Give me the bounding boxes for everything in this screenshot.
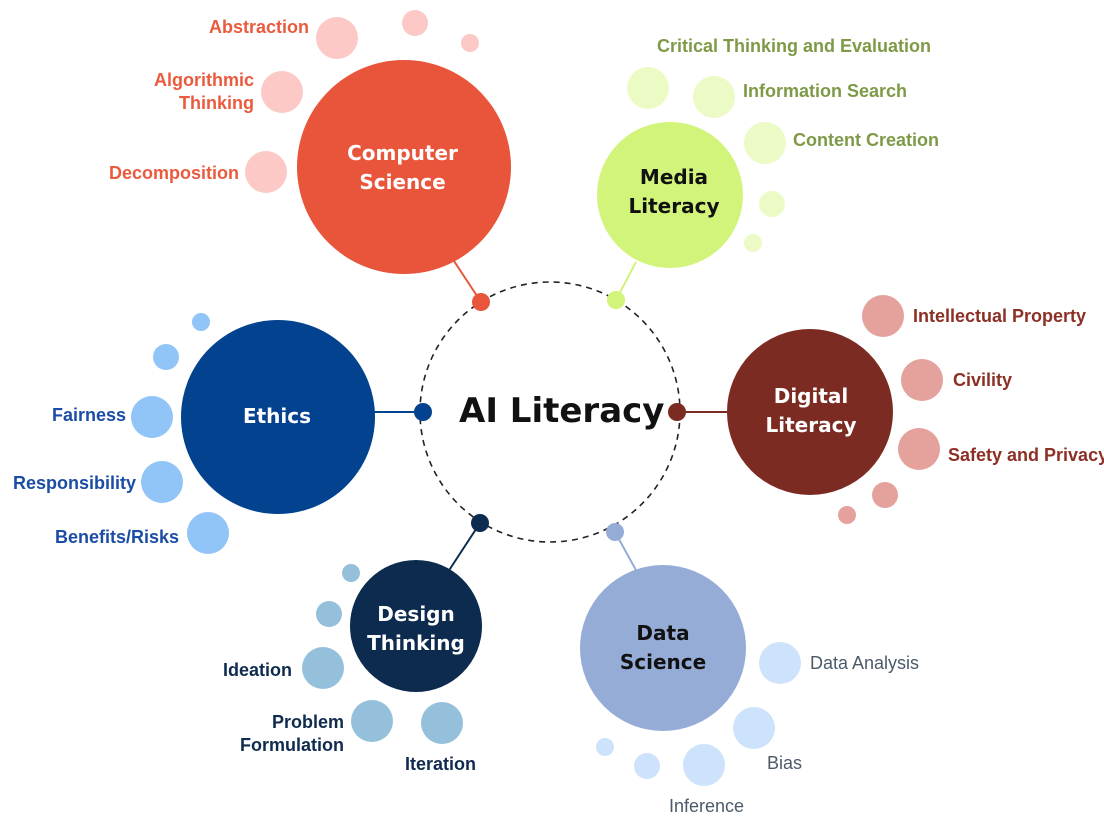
- hub-circle-media-literacy: [597, 122, 743, 268]
- topic-critical-thinking: Critical Thinking and Evaluation: [657, 36, 932, 56]
- topic-text-line: Formulation: [240, 735, 344, 755]
- topic-iteration: Iteration: [405, 754, 477, 774]
- topic-bubble: [634, 753, 660, 779]
- topic-bubble: [153, 344, 179, 370]
- topic-bubble: [901, 359, 943, 401]
- topic-intellectual-property: Intellectual Property: [913, 306, 1087, 326]
- hub-text-line: Digital: [773, 384, 849, 408]
- topic-bubble: [898, 428, 940, 470]
- topic-bubble: [316, 601, 342, 627]
- ring-joint-media-literacy: [607, 291, 625, 309]
- topic-inference: Inference: [669, 796, 745, 816]
- topic-responsibility: Responsibility: [13, 473, 137, 493]
- topic-bubble: [141, 461, 183, 503]
- topic-content-creation: Content Creation: [793, 130, 939, 150]
- topic-bubble: [759, 191, 785, 217]
- hub-label-computer-science: Computer Science: [310, 139, 495, 197]
- topic-bubble: [596, 738, 614, 756]
- topic-data-analysis: Data Analysis: [810, 653, 920, 673]
- hub-label-design-thinking: Design Thinking: [356, 600, 476, 658]
- topic-fairness: Fairness: [52, 405, 127, 425]
- topic-bubble: [187, 512, 229, 554]
- topic-bubble: [733, 707, 775, 749]
- hub-text-line: Literacy: [628, 194, 720, 218]
- topic-benefits-risks: Benefits/Risks: [55, 527, 180, 547]
- topic-bubble: [872, 482, 898, 508]
- topic-problem-formulation: Problem Formulation: [224, 711, 344, 757]
- ring-joint-ethics: [414, 403, 432, 421]
- topic-bubble: [683, 744, 725, 786]
- topic-bubble: [627, 67, 669, 109]
- topic-text-line: Problem: [271, 712, 344, 732]
- center-label: AI Literacy: [459, 391, 665, 431]
- hub-label-ethics: Ethics: [207, 402, 347, 431]
- topic-bubble: [302, 647, 344, 689]
- topic-bubble: [131, 396, 173, 438]
- hub-label-digital-literacy: Digital Literacy: [741, 382, 881, 440]
- topic-text-line: Thinking: [179, 93, 254, 113]
- topic-text-line: Algorithmic: [153, 70, 254, 90]
- topic-bubble: [402, 10, 428, 36]
- topic-bubble: [838, 506, 856, 524]
- topic-bubble: [342, 564, 360, 582]
- topic-bubble: [744, 234, 762, 252]
- topic-decomposition: Decomposition: [109, 163, 240, 183]
- hub-label-media-literacy: Media Literacy: [604, 163, 744, 221]
- topic-safety-privacy: Safety and Privacy: [948, 445, 1104, 465]
- ring-joint-digital-literacy: [668, 403, 686, 421]
- hub-text-line: Thinking: [367, 631, 465, 655]
- topic-ideation: Ideation: [223, 660, 293, 680]
- hub-circle-ethics: [181, 320, 375, 514]
- topic-algorithmic-thinking: Algorithmic Thinking: [134, 69, 254, 115]
- hub-circle-design-thinking: [350, 560, 482, 692]
- hub-circle-computer-science: [297, 60, 511, 274]
- hub-circle-digital-literacy: [727, 329, 893, 495]
- hub-label-data-science: Data Science: [593, 619, 733, 677]
- ring-joint-data-science: [606, 523, 624, 541]
- topic-bubble: [316, 17, 358, 59]
- hub-text-line: Computer: [347, 141, 458, 165]
- topic-information-search: Information Search: [743, 81, 908, 101]
- hub-text-line: Science: [359, 170, 446, 194]
- topic-bubble: [744, 122, 786, 164]
- topic-bubble: [351, 700, 393, 742]
- topic-civility: Civility: [953, 370, 1013, 390]
- hub-circle-data-science: [580, 565, 746, 731]
- hub-text-line: Data: [636, 621, 690, 645]
- topic-bubble: [192, 313, 210, 331]
- ring-joint-computer-science: [472, 293, 490, 311]
- topic-bias: Bias: [767, 753, 803, 773]
- hub-text-line: Ethics: [242, 404, 312, 428]
- topic-bubble: [421, 702, 463, 744]
- topic-bubble: [693, 76, 735, 118]
- ring-joint-design-thinking: [471, 514, 489, 532]
- topic-bubble: [759, 642, 801, 684]
- topic-bubble: [461, 34, 479, 52]
- hub-text-line: Media: [639, 165, 709, 189]
- topic-bubble: [862, 295, 904, 337]
- hub-text-line: Literacy: [765, 413, 857, 437]
- topic-abstraction: Abstraction: [209, 17, 310, 37]
- hub-text-line: Design: [377, 602, 455, 626]
- hub-text-line: Science: [619, 650, 707, 674]
- connector-design-thinking: [445, 522, 481, 576]
- topic-bubble: [245, 151, 287, 193]
- topic-bubble: [261, 71, 303, 113]
